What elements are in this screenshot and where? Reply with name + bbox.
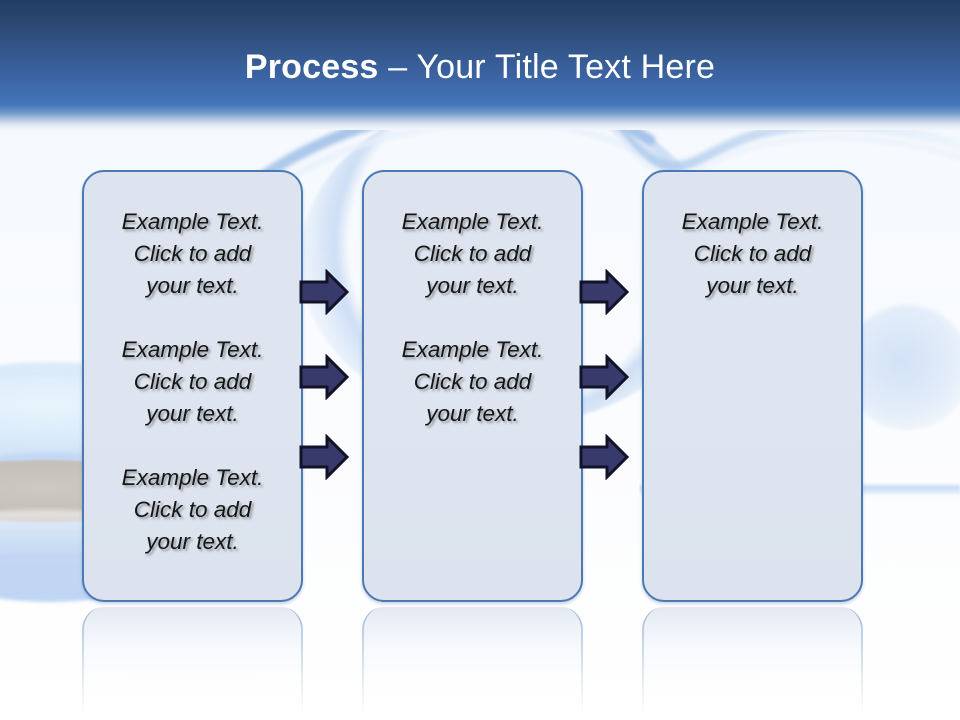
background-right-circle (845, 305, 960, 430)
box-reflection-2 (362, 607, 583, 715)
process-box-3[interactable]: Example Text. Click to add your text. (642, 170, 863, 602)
process-box-2-paragraph-1[interactable]: Example Text. Click to add your text. (401, 209, 544, 298)
box-reflection-3 (642, 607, 863, 715)
connector-arrow-icon-2c[interactable] (579, 434, 629, 480)
process-box-3-paragraph-1[interactable]: Example Text. Click to add your text. (681, 209, 824, 298)
process-box-3-content: Example Text. Click to add your text. (658, 206, 847, 302)
connector-arrow-icon-1c[interactable] (299, 434, 349, 480)
connector-arrow-icon-2a[interactable] (579, 269, 629, 315)
process-box-1-paragraph-3[interactable]: Example Text. Click to add your text. (121, 465, 264, 554)
connector-arrow-icon-1b[interactable] (299, 354, 349, 400)
process-box-1-paragraph-1[interactable]: Example Text. Click to add your text. (121, 209, 264, 298)
page-title-bold: Process (244, 48, 379, 86)
box-reflection-1 (82, 607, 303, 715)
process-box-1-content: Example Text. Click to add your text. Ex… (98, 206, 287, 558)
process-box-1-paragraph-2[interactable]: Example Text. Click to add your text. (121, 337, 264, 426)
slide-header-banner: Process – Your Title Text Here (0, 0, 960, 130)
process-box-1[interactable]: Example Text. Click to add your text. Ex… (82, 170, 303, 602)
connector-arrow-icon-2b[interactable] (579, 354, 629, 400)
connector-arrow-icon-1a[interactable] (299, 269, 349, 315)
page-title: Process – Your Title Text Here (0, 46, 960, 88)
process-box-2-paragraph-2[interactable]: Example Text. Click to add your text. (401, 337, 544, 426)
process-box-2-content: Example Text. Click to add your text. Ex… (378, 206, 567, 430)
page-title-rest: – Your Title Text Here (378, 48, 716, 86)
process-box-2[interactable]: Example Text. Click to add your text. Ex… (362, 170, 583, 602)
